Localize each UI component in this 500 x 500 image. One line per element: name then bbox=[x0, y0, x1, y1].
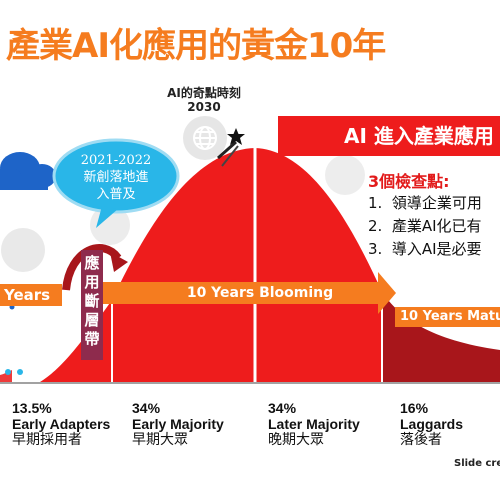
star-icon bbox=[227, 128, 245, 145]
checkpoint-item: 3. 導入AI是必要 bbox=[368, 240, 482, 258]
bubble-text: 2021-2022 新創落地進 入普及 bbox=[80, 153, 152, 202]
speech-bubble bbox=[52, 138, 180, 228]
maturity-label: 10 Years Maturity bbox=[400, 309, 500, 324]
majority-area bbox=[112, 148, 382, 382]
application-gap-bar: 應 用 斷 層 帶 bbox=[81, 250, 103, 360]
tools-icon bbox=[325, 155, 365, 195]
segment-later-majority: 34% Later Majority 晚期大眾 bbox=[268, 400, 360, 448]
singularity-label: AI的奇點時刻 2030 bbox=[167, 86, 241, 114]
segment-early-adapters: 13.5% Early Adapters 早期採用者 bbox=[12, 400, 111, 448]
segment-early-majority: 34% Early Majority 早期大眾 bbox=[132, 400, 224, 448]
blooming-arrow bbox=[100, 272, 396, 314]
slide-credit: Slide credit bbox=[454, 458, 500, 469]
early-adapters-area bbox=[40, 300, 112, 382]
years-arrow-label: Years bbox=[0, 284, 62, 306]
checkpoints-title: 3個檢查點: bbox=[368, 172, 450, 191]
industry-ai-banner: AI 進入產業應用 bbox=[278, 116, 500, 156]
blooming-label: 10 Years Blooming bbox=[186, 285, 334, 301]
maturity-arrow bbox=[395, 307, 500, 327]
checkpoint-item: 2. 產業AI化已有 bbox=[368, 217, 482, 235]
slide-title: 產業AI化應用的黃金10年 bbox=[6, 26, 386, 66]
cloud-icon bbox=[0, 152, 56, 190]
laggards-area bbox=[382, 292, 500, 382]
tools-icon bbox=[1, 228, 45, 272]
checkpoint-item: 1. 領導企業可用 bbox=[368, 194, 482, 212]
segment-laggards: 16% Laggards 落後者 bbox=[400, 400, 464, 448]
